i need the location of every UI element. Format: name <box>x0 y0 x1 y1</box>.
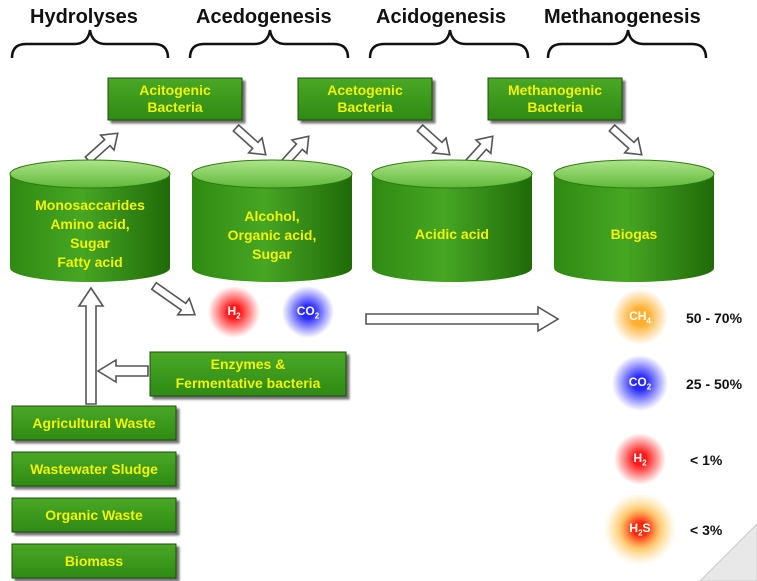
glow-h2 <box>614 433 666 485</box>
input-box-biomass <box>11 543 177 579</box>
percent-h2s: < 3% <box>690 522 723 538</box>
tank-acedogenesis <box>191 159 353 282</box>
arrow-bacteria3-to-tank4 <box>608 123 643 156</box>
glow-ch4 <box>612 289 668 345</box>
stage-title-hydrolyses: Hydrolyses <box>30 6 138 28</box>
gas-co2-intermediate: CO2 <box>296 304 320 321</box>
page-curl-decoration <box>699 523 757 581</box>
brace-acidogenesis <box>368 29 530 59</box>
brace-methanogenesis <box>546 29 708 59</box>
brace-acedogenesis <box>188 29 350 59</box>
arrow-tank1-to-gases <box>150 281 197 316</box>
brace-hydrolyses <box>10 29 170 59</box>
gas-glows <box>208 286 676 565</box>
glow-co2-intermediate <box>282 286 334 338</box>
input-boxes <box>11 405 177 579</box>
tank-hydrolyses <box>9 159 171 282</box>
percent-ch4: 50 - 70% <box>686 310 743 326</box>
tank-acidogenesis <box>371 159 533 282</box>
arrow-inputs-to-tank1 <box>77 286 105 405</box>
arrow-enzymes-to-inputs <box>96 358 149 384</box>
percent-h2: < 1% <box>690 452 723 468</box>
arrow-gases-to-biogas <box>365 305 560 333</box>
gas-co2: CO2 <box>628 375 652 392</box>
stage-title-methanogenesis: Methanogenesis <box>544 6 701 28</box>
stage-title-acedogenesis: Acedogenesis <box>196 6 332 28</box>
tanks <box>9 159 715 282</box>
enzymes-box <box>149 351 347 397</box>
input-box-agricultural <box>11 405 177 441</box>
stage-braces <box>10 29 708 59</box>
glow-h2-intermediate <box>208 286 260 338</box>
bacteria-box-acitogenic <box>107 77 243 121</box>
input-box-organic <box>11 497 177 533</box>
arrow-bacteria1-to-tank2 <box>232 123 267 156</box>
input-box-wastewater <box>11 451 177 487</box>
bacteria-box-methanogenic <box>487 77 623 121</box>
gas-ch4: CH4 <box>629 309 651 326</box>
stage-title-acidogenesis: Acidogenesis <box>376 6 507 28</box>
arrow-bacteria2-to-tank3 <box>416 123 451 156</box>
gas-h2s: H2S <box>629 521 651 538</box>
glow-h2s <box>604 493 676 565</box>
bacteria-box-acetogenic <box>297 77 433 121</box>
gas-h2: H2 <box>633 451 647 468</box>
tank-methanogenesis <box>553 159 715 282</box>
glow-co2 <box>612 355 668 411</box>
percent-co2: 25 - 50% <box>686 376 743 392</box>
gas-h2-intermediate: H2 <box>227 304 241 321</box>
flow-arrows <box>77 123 643 405</box>
bacteria-boxes <box>107 77 623 121</box>
